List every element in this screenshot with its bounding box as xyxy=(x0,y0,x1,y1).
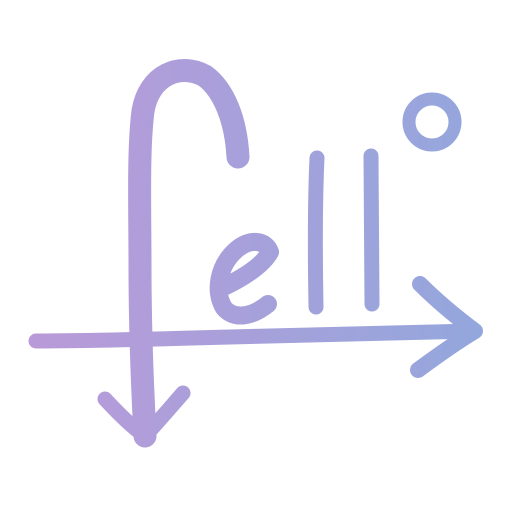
horizontal-arrow-shaft xyxy=(28,323,483,349)
letter-e xyxy=(209,233,279,325)
right-arrowhead xyxy=(410,276,483,378)
letter-l-first xyxy=(307,150,325,315)
letter-f-stem xyxy=(128,59,250,448)
letter-l-second xyxy=(363,148,380,312)
down-arrowhead xyxy=(97,385,191,444)
degree-symbol xyxy=(402,92,462,152)
